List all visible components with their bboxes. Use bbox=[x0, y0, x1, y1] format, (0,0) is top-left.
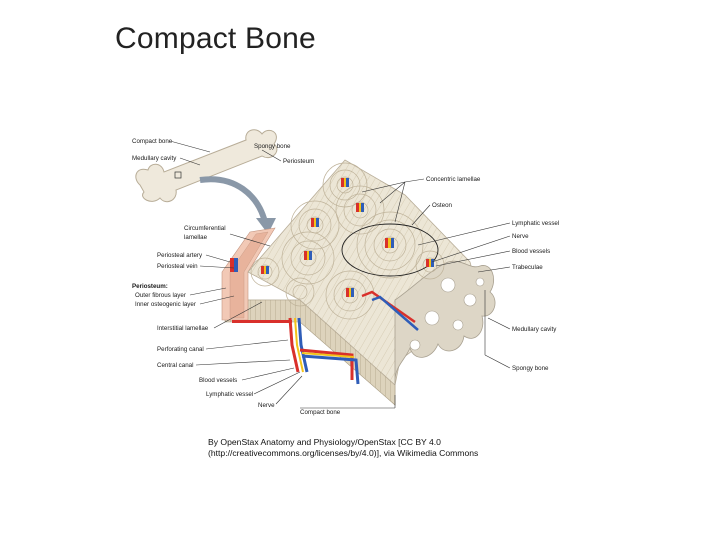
label-trabeculae: Trabeculae bbox=[512, 264, 543, 271]
label-spongy-bone-right: Spongy bone bbox=[512, 365, 549, 372]
label-osteon: Osteon bbox=[432, 202, 453, 209]
label-spongy-bone-top: Spongy bone bbox=[254, 143, 291, 150]
label-outer-fibrous-layer: Outer fibrous layer bbox=[135, 292, 186, 299]
image-credit: By OpenStax Anatomy and Physiology/OpenS… bbox=[208, 437, 508, 459]
label-circumferential-lamellae-1: Circumferential bbox=[184, 225, 226, 232]
label-periosteum-heading: Periosteum: bbox=[132, 283, 168, 290]
central-canal bbox=[426, 259, 434, 267]
label-lymphatic-vessel-bottom: Lymphatic vessel bbox=[206, 391, 253, 398]
label-medullary-cavity-top: Medullary cavity bbox=[132, 155, 177, 162]
label-concentric-lamellae: Concentric lamellae bbox=[426, 176, 481, 183]
label-medullary-cavity-right: Medullary cavity bbox=[512, 326, 557, 333]
periosteal-vessels bbox=[230, 258, 238, 272]
label-central-canal: Central canal bbox=[157, 362, 193, 369]
label-blood-vessels-right: Blood vessels bbox=[512, 248, 550, 255]
label-nerve-bottom: Nerve bbox=[258, 402, 275, 409]
label-periosteal-vein: Periosteal vein bbox=[157, 263, 198, 270]
label-compact-bone-top: Compact bone bbox=[132, 138, 173, 145]
label-inner-osteogenic-layer: Inner osteogenic layer bbox=[135, 301, 196, 308]
label-circumferential-lamellae-2: lamellae bbox=[184, 234, 208, 241]
central-canal bbox=[304, 251, 312, 260]
central-canal bbox=[356, 203, 364, 212]
label-blood-vessels-bottom: Blood vessels bbox=[199, 377, 237, 384]
central-canal bbox=[346, 288, 354, 297]
label-compact-bone-bottom: Compact bone bbox=[300, 409, 341, 416]
label-nerve-right: Nerve bbox=[512, 233, 529, 240]
label-interstitial-lamellae: Interstitial lamellae bbox=[157, 325, 209, 332]
central-canal bbox=[311, 218, 319, 227]
central-canal bbox=[341, 178, 349, 187]
label-periosteum-top: Periosteum bbox=[283, 158, 314, 165]
credit-line-2: (http://creativecommons.org/licenses/by/… bbox=[208, 448, 508, 459]
central-canal bbox=[385, 238, 394, 248]
central-canal bbox=[261, 266, 269, 274]
label-periosteal-artery: Periosteal artery bbox=[157, 252, 203, 259]
label-perforating-canal: Perforating canal bbox=[157, 346, 204, 353]
credit-line-1: By OpenStax Anatomy and Physiology/OpenS… bbox=[208, 437, 508, 448]
label-lymphatic-vessel-right: Lymphatic vessel bbox=[512, 220, 559, 227]
